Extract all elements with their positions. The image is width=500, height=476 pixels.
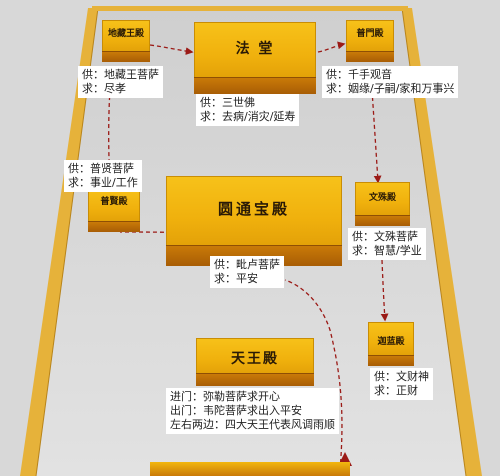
label-puxian-offering: 供：普贤菩萨: [68, 162, 134, 175]
label-yuantong-wish: 求：平安: [214, 272, 258, 285]
label-fatang-offering: 供：三世佛: [200, 96, 255, 109]
label-dizang-offering: 供：地藏王菩萨: [82, 68, 159, 81]
hall-wenshu-name: 文殊殿: [368, 193, 396, 203]
label-wenshu: 供：文殊菩萨 求：智慧/学业: [348, 228, 426, 260]
hall-qielan[interactable]: 迦蓝殿: [368, 322, 414, 366]
hall-yuantong[interactable]: 圆通宝殿: [166, 176, 342, 266]
label-pumen: 供：千手观音 求：姻缘/子嗣/家和万事兴: [322, 66, 459, 98]
label-yuantong-offering: 供：毗卢菩萨: [214, 258, 280, 271]
label-pumen-wish: 求：姻缘/子嗣/家和万事兴: [326, 82, 455, 95]
label-yuantong: 供：毗卢菩萨 求：平安: [210, 256, 284, 288]
hall-fatang[interactable]: 法 堂: [194, 22, 316, 94]
label-dizang-wish: 求：尽孝: [82, 82, 126, 95]
label-qielan-offering: 供：文财神: [374, 370, 429, 383]
hall-tianwang[interactable]: 天王殿: [196, 338, 314, 386]
label-fatang-wish: 求：去病/消灾/延寿: [200, 110, 296, 123]
right-wall: [402, 8, 482, 476]
label-qielan: 供：文财神 求：正财: [370, 368, 433, 400]
label-tianwang-sides: 左右两边：四大天王代表风调雨顺: [170, 418, 335, 431]
hall-fatang-name: 法 堂: [235, 41, 275, 57]
route-puxian-to-dizang: [105, 88, 114, 206]
label-wenshu-offering: 供：文殊菩萨: [352, 230, 418, 243]
route-fatang-to-pumen: [317, 41, 346, 53]
entrance-roof-edge: [150, 462, 350, 476]
label-dizang: 供：地藏王菩萨 求：尽孝: [78, 66, 163, 98]
label-tianwang: 进门：弥勒菩萨求开心 出门：韦陀菩萨求出入平安 左右两边：四大天王代表风调雨顺: [166, 388, 339, 434]
label-pumen-offering: 供：千手观音: [326, 68, 392, 81]
hall-puxian-name: 普賢殿: [100, 197, 128, 207]
route-entrance-to-yuantong: [284, 279, 343, 471]
hall-yuantong-name: 圆通宝殿: [217, 200, 290, 218]
label-puxian-wish: 求：事业/工作: [68, 176, 138, 189]
hall-dizang-name: 地藏王殿: [107, 29, 144, 39]
back-wall: [92, 6, 408, 11]
hall-pumen[interactable]: 普門殿: [346, 20, 394, 62]
left-wall: [20, 8, 98, 476]
label-wenshu-wish: 求：智慧/学业: [352, 244, 422, 257]
label-fatang: 供：三世佛 求：去病/消灾/延寿: [196, 94, 300, 126]
hall-qielan-name: 迦蓝殿: [377, 337, 405, 347]
label-qielan-wish: 求：正财: [374, 384, 418, 397]
label-puxian: 供：普贤菩萨 求：事业/工作: [64, 160, 142, 192]
label-tianwang-enter: 进门：弥勒菩萨求开心: [170, 390, 280, 403]
hall-puxian[interactable]: 普賢殿: [88, 188, 140, 232]
hall-dizang[interactable]: 地藏王殿: [102, 20, 150, 62]
hall-tianwang-name: 天王殿: [231, 351, 279, 367]
label-tianwang-exit: 出门：韦陀菩萨求出入平安: [170, 404, 302, 417]
route-pumen-to-wenshu: [371, 89, 382, 184]
hall-wenshu[interactable]: 文殊殿: [355, 182, 410, 226]
route-dizang-to-fatang: [149, 44, 194, 55]
hall-pumen-name: 普門殿: [356, 29, 384, 39]
